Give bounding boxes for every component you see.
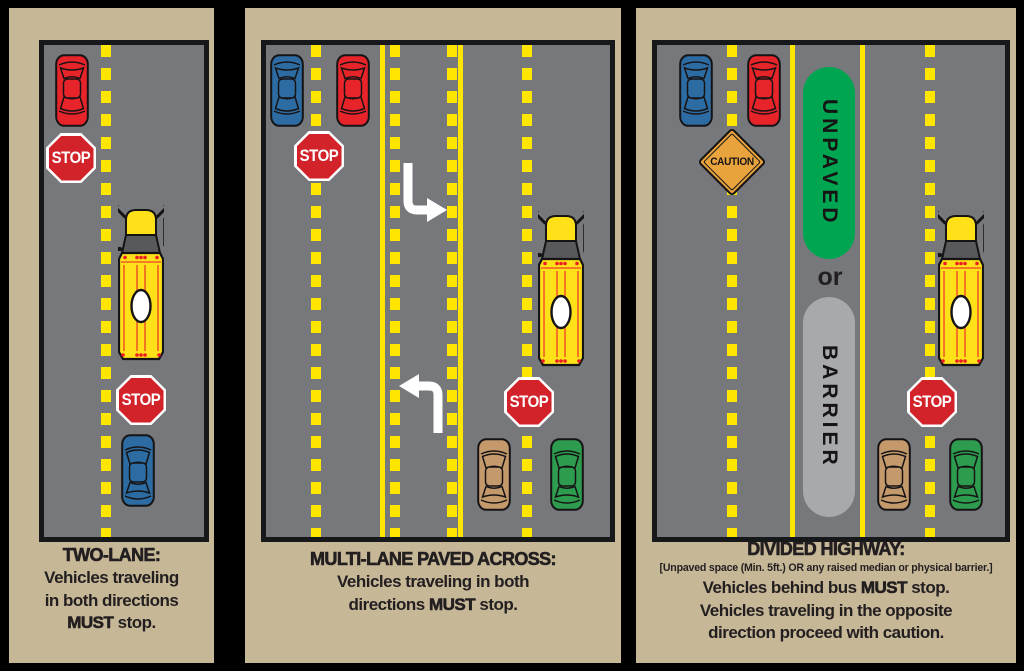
stop-sign: STOP xyxy=(116,375,166,425)
left-turn-arrow-icon xyxy=(399,371,445,433)
school-bus-icon xyxy=(538,211,584,369)
lane-divider-dashed xyxy=(925,45,935,537)
stop-sign-label: STOP xyxy=(509,392,549,411)
caption-title: TWO-LANE: xyxy=(62,545,161,566)
green-car-icon xyxy=(948,437,984,512)
red-car-icon xyxy=(335,53,371,128)
tan-car-icon xyxy=(876,437,912,512)
median-solid-line xyxy=(790,45,795,537)
stop-sign: STOP xyxy=(46,133,96,183)
red-car-icon xyxy=(54,53,90,128)
school-bus-icon xyxy=(118,205,164,363)
stop-sign-label: STOP xyxy=(299,146,339,165)
unpaved-median: UNPAVED xyxy=(803,67,855,259)
caution-sign: CAUTION xyxy=(697,127,767,197)
lane-divider-dashed xyxy=(311,45,321,537)
caption-title: MULTI-LANE PAVED ACROSS: xyxy=(310,549,557,570)
stop-sign: STOP xyxy=(907,377,957,427)
blue-car-icon xyxy=(678,53,714,128)
turn-lane-solid-line xyxy=(380,45,385,537)
stop-sign-face xyxy=(909,379,955,425)
two-lane-road: STOP STOP xyxy=(39,40,209,542)
caption-body: Vehicles behind bus MUST stop.Vehicles t… xyxy=(699,578,953,643)
panel-caption: MULTI-LANE PAVED ACROSS: Vehicles travel… xyxy=(245,548,621,616)
green-car-icon xyxy=(549,437,585,512)
tan-car-icon xyxy=(476,437,512,512)
blue-car-icon xyxy=(120,433,156,508)
center-dashed-line xyxy=(101,45,111,537)
lane-divider-dashed xyxy=(522,45,532,537)
turn-lane-inner-dashed xyxy=(390,45,400,537)
or-label: or xyxy=(817,263,843,291)
barrier-median: BARRIER xyxy=(803,297,855,517)
stop-sign-label: STOP xyxy=(51,148,91,167)
caution-sign-label: CAUTION xyxy=(710,156,754,168)
lane-divider-dashed xyxy=(727,45,737,537)
panel-divided-highway: CAUTION UNPAVED or BARRIER STOP DIVIDED … xyxy=(636,8,1016,663)
left-turn-arrow-icon xyxy=(401,163,447,225)
caption-subtitle: [Unpaved space (Min. 5ft.) OR any raised… xyxy=(659,562,993,575)
stop-sign-face xyxy=(48,135,94,181)
stop-sign-face xyxy=(296,133,342,179)
panel-caption: DIVIDED HIGHWAY: [Unpaved space (Min. 5f… xyxy=(636,538,1016,645)
divided-highway-road: CAUTION UNPAVED or BARRIER STOP xyxy=(652,40,1010,542)
red-car-icon xyxy=(746,53,782,128)
multi-lane-road: STOP STOP xyxy=(261,40,615,542)
stop-sign-label: STOP xyxy=(912,392,952,411)
school-bus-icon xyxy=(938,211,984,369)
median-solid-line xyxy=(860,45,865,537)
panel-multi-lane: STOP STOP MULTI-LANE P xyxy=(245,8,621,663)
stop-sign: STOP xyxy=(294,131,344,181)
stop-sign-face xyxy=(506,379,552,425)
stop-sign-label: STOP xyxy=(121,390,161,409)
blue-car-icon xyxy=(269,53,305,128)
turn-lane-solid-line xyxy=(458,45,463,537)
turn-lane-inner-dashed xyxy=(447,45,457,537)
caption-title: DIVIDED HIGHWAY: xyxy=(747,539,906,560)
stop-sign-face xyxy=(118,377,164,423)
stop-sign: STOP xyxy=(504,377,554,427)
